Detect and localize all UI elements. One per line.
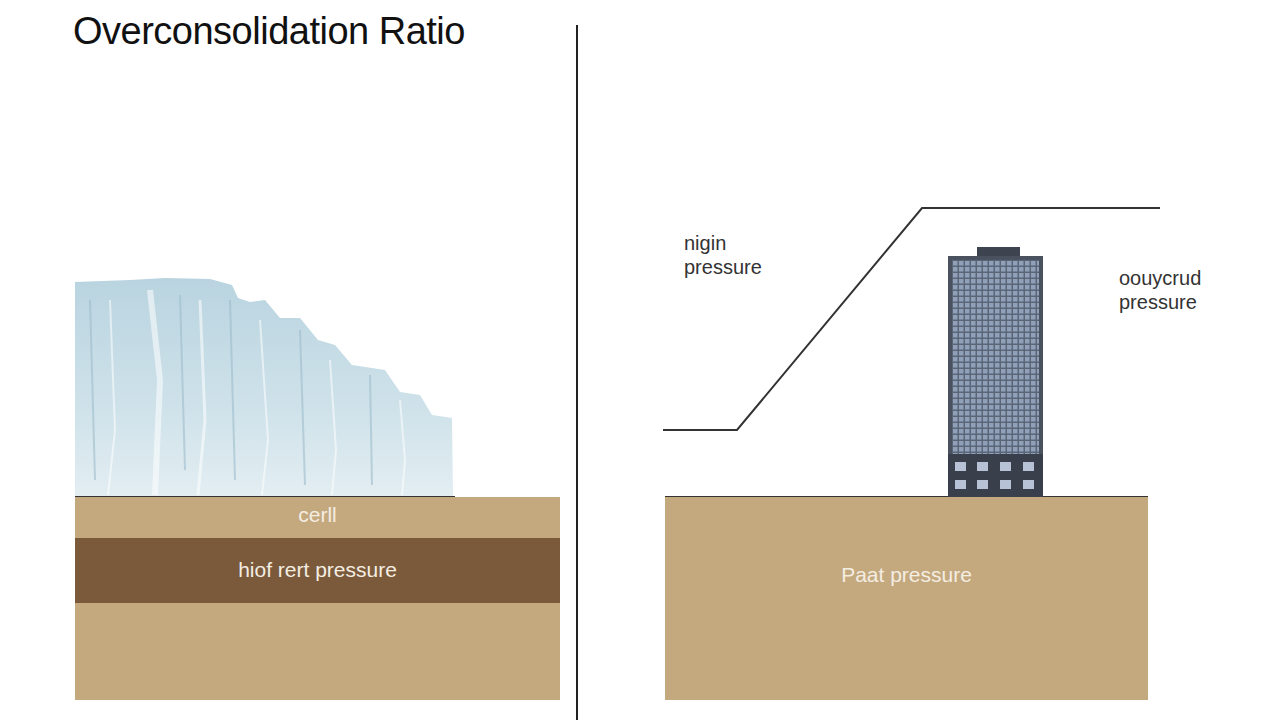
band-label: Paat pressure (841, 563, 972, 587)
band-label: hiof rert pressure (238, 558, 397, 582)
soil-band (665, 497, 1148, 700)
building (948, 247, 1043, 497)
title: Overconsolidation Ratio (73, 10, 465, 53)
annotation-label: oouycrud pressure (1119, 266, 1237, 314)
glacier-shading (90, 295, 372, 485)
soil-band: cerll (75, 497, 560, 538)
pressure-line (663, 208, 1160, 430)
glacier-streaks (108, 290, 405, 495)
soil-band: Paat pressure (665, 497, 1148, 700)
glacier (75, 278, 453, 497)
soil-band: hiof rert pressure (75, 538, 560, 603)
band-label: cerll (298, 503, 337, 527)
divider (576, 25, 578, 720)
annotation-label: nigin pressure (684, 231, 796, 279)
soil-band (75, 603, 560, 700)
